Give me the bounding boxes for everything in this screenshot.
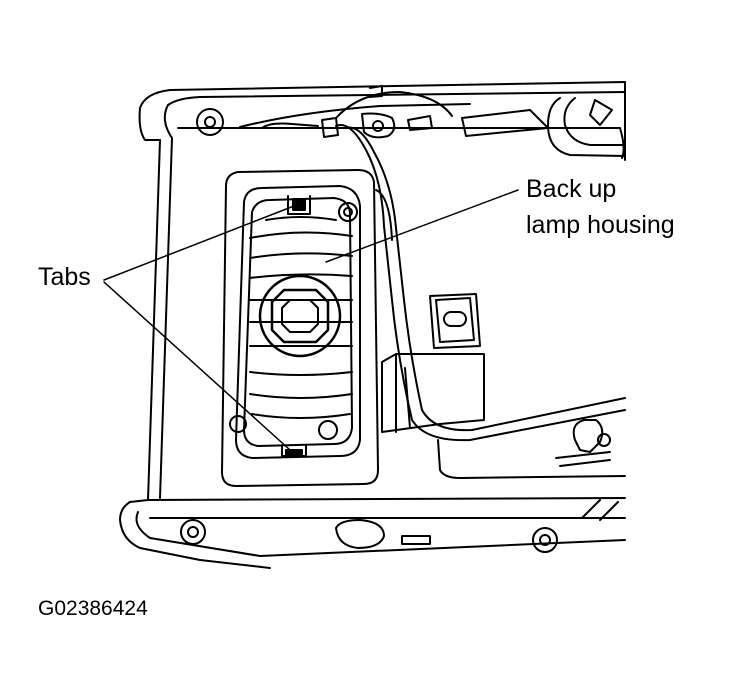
- leader-lines: [103, 189, 519, 451]
- right-bracket: [429, 293, 481, 349]
- lower-tab: [281, 445, 307, 457]
- tabs-label: Tabs: [38, 263, 91, 291]
- leader-housing: [325, 189, 519, 263]
- leader-tab-lower: [103, 281, 291, 451]
- right-bolt: [437, 419, 626, 479]
- housing-label-line-2: lamp housing: [526, 211, 675, 239]
- housing-label-line-1: Back up: [526, 175, 617, 203]
- body-panel: [138, 81, 626, 501]
- upper-tab: [287, 195, 311, 215]
- bulb-socket: [258, 274, 342, 358]
- upper-bolt: [196, 85, 549, 139]
- wire-harness: [335, 91, 626, 442]
- leader-tab-upper: [103, 205, 295, 281]
- lamp-opening: [221, 169, 393, 487]
- lower-rail: [119, 497, 626, 569]
- connector: [381, 353, 485, 433]
- figure-id: G02386424: [38, 597, 148, 620]
